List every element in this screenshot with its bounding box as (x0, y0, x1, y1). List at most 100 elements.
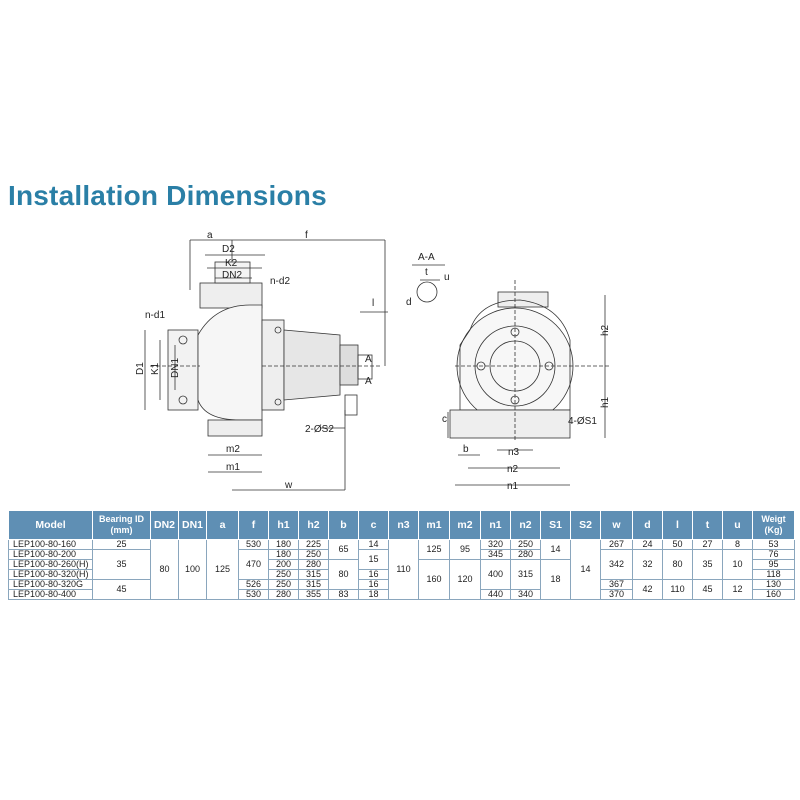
label-b: b (463, 444, 469, 455)
cell-h2: 315 (298, 579, 329, 590)
header-h2: h2 (298, 510, 329, 540)
label-A-bottom: A (365, 376, 372, 387)
cell-t: 27 (692, 539, 723, 550)
label-l: l (372, 298, 374, 309)
cell-h2: 280 (298, 559, 329, 570)
cell-h1: 280 (268, 589, 299, 600)
table-row: LEP100-80-400 530 280 355 83 18 440 340 … (8, 589, 795, 600)
cell-c: 14 (358, 539, 389, 550)
header-c: c (358, 510, 389, 540)
label-n1: n1 (507, 481, 519, 492)
label-c: c (442, 414, 447, 425)
cell-h1: 180 (268, 549, 299, 560)
cell-n2: 315 (510, 559, 541, 590)
cell-m1: 125 (418, 539, 450, 560)
cell-bearing: 35 (92, 549, 151, 580)
cell-c: 16 (358, 569, 389, 580)
label-D1: D1 (135, 362, 146, 375)
header-d: d (632, 510, 663, 540)
cell-bearing: 45 (92, 579, 151, 600)
cell-h1: 250 (268, 579, 299, 590)
label-DN1: DN1 (170, 358, 181, 378)
cell-f: 530 (238, 589, 269, 600)
cell-t: 45 (692, 579, 723, 600)
cell-w: 367 (600, 579, 633, 590)
cell-u: 10 (722, 549, 753, 580)
label-t: t (425, 267, 428, 278)
cell-f: 526 (238, 579, 269, 590)
cell-t: 35 (692, 549, 723, 580)
label-h2: h2 (600, 324, 611, 336)
header-n3: n3 (388, 510, 419, 540)
cell-c: 16 (358, 579, 389, 590)
header-h1: h1 (268, 510, 299, 540)
cell-d: 24 (632, 539, 663, 550)
label-f: f (305, 230, 308, 241)
cell-model: LEP100-80-260(H) (8, 559, 93, 570)
label-m1: m1 (226, 462, 240, 473)
cell-n3: 110 (388, 539, 419, 600)
cell-n2: 280 (510, 549, 541, 560)
header-f: f (238, 510, 269, 540)
header-m2: m2 (449, 510, 481, 540)
cell-m2: 120 (449, 559, 481, 600)
cell-w: 370 (600, 589, 633, 600)
label-m2: m2 (226, 444, 240, 455)
cell-d: 42 (632, 579, 663, 600)
header-s1: S1 (540, 510, 571, 540)
cell-dn1: 100 (178, 539, 207, 600)
cell-n2: 340 (510, 589, 541, 600)
table-header-row: Model Bearing ID (mm) DN2 DN1 a f h1 h2 … (8, 510, 795, 540)
cell-model: LEP100-80-400 (8, 589, 93, 600)
cell-h2: 355 (298, 589, 329, 600)
table-row: LEP100-80-260(H) 200 280 80 160 120 400 … (8, 559, 795, 600)
cell-n1: 400 (480, 559, 511, 590)
header-u: u (722, 510, 753, 540)
cell-weight: 118 (752, 569, 795, 580)
header-t: t (692, 510, 723, 540)
cell-h1: 180 (268, 539, 299, 550)
table-row: LEP100-80-200 35 470 180 250 15 345 280 … (8, 549, 795, 580)
cell-b: 65 (328, 539, 359, 560)
cell-h1: 250 (268, 569, 299, 580)
cell-s1: 14 (540, 539, 571, 560)
page-title: Installation Dimensions (8, 180, 327, 211)
label-K1: K1 (150, 362, 161, 375)
label-DN2: DN2 (222, 270, 242, 281)
label-4-S1: 4-ØS1 (568, 416, 597, 427)
cell-c: 18 (358, 589, 389, 600)
header-s2: S2 (570, 510, 601, 540)
cell-weight: 95 (752, 559, 795, 570)
cell-n1: 440 (480, 589, 511, 600)
cell-weight: 160 (752, 589, 795, 600)
cell-h2: 315 (298, 569, 329, 580)
cell-l: 80 (662, 549, 693, 580)
cell-h2: 225 (298, 539, 329, 550)
label-a: a (207, 230, 213, 241)
table-row: LEP100-80-160 25 80 100 125 530 180 225 … (8, 539, 795, 600)
cell-s2: 14 (570, 539, 601, 600)
label-n3: n3 (508, 447, 520, 458)
cell-model: LEP100-80-160 (8, 539, 93, 550)
cell-n1: 345 (480, 549, 511, 560)
label-w: w (284, 480, 293, 491)
cell-f: 530 (238, 539, 269, 550)
header-bearing-id: Bearing ID (mm) (92, 510, 151, 540)
cell-model: LEP100-80-320(H) (8, 569, 93, 580)
label-2-S2: 2-ØS2 (305, 424, 334, 435)
cell-bearing: 25 (92, 539, 151, 550)
label-A-A: A-A (418, 252, 435, 263)
label-n2: n2 (507, 464, 519, 475)
cell-weight: 76 (752, 549, 795, 560)
cell-n1: 320 (480, 539, 511, 550)
header-l: l (662, 510, 693, 540)
cell-model: LEP100-80-200 (8, 549, 93, 560)
cell-h1: 200 (268, 559, 299, 570)
label-A-top: A (365, 354, 372, 365)
cell-w: 267 (600, 539, 633, 550)
header-m1: m1 (418, 510, 450, 540)
label-n-d2: n-d2 (270, 276, 290, 287)
header-n1: n1 (480, 510, 511, 540)
cell-a: 125 (206, 539, 239, 600)
header-dn1: DN1 (178, 510, 207, 540)
